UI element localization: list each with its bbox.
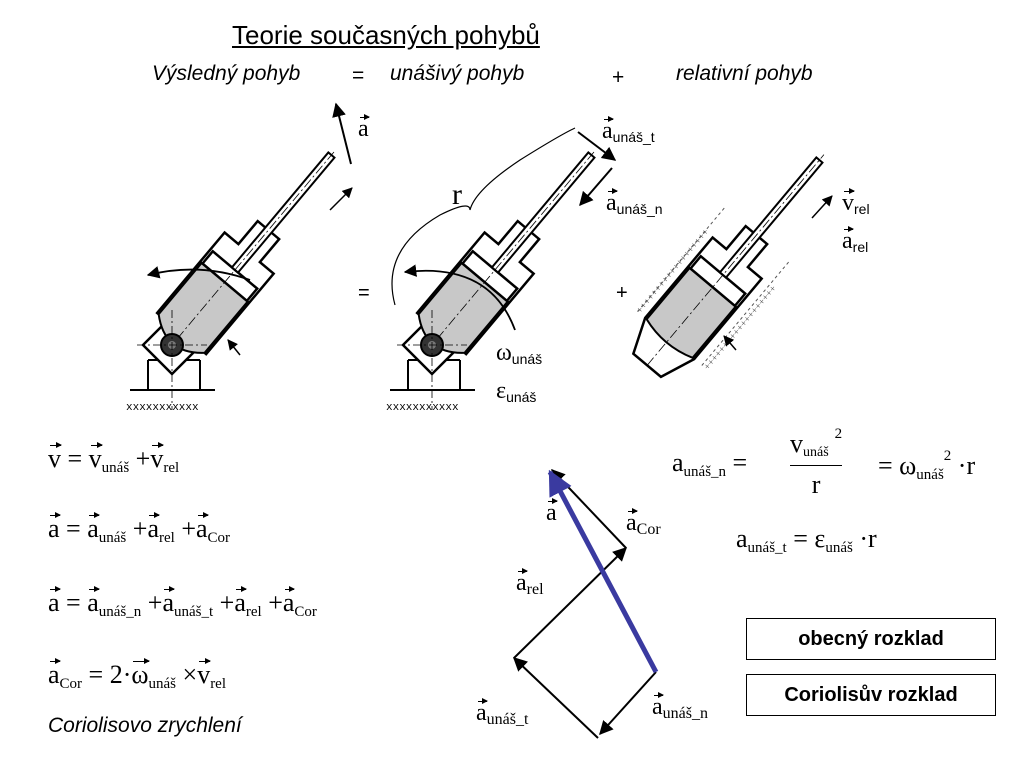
label-r: r: [452, 178, 462, 211]
label-epsilon: εunáš: [496, 378, 537, 405]
svg-text:xxxxxxxxxxx: xxxxxxxxxxx: [126, 402, 199, 414]
acceleration-equation-1: a = aunáš +arel +aCor: [48, 512, 231, 546]
header-plus: +: [612, 66, 625, 89]
vector-diagram: [512, 468, 659, 739]
result-motion-label: Výsledný pohyb: [152, 62, 301, 85]
svg-text:xxxxxxxxxxx: xxxxxxxxxxx: [386, 402, 459, 414]
vd-label-a-cor: aCor: [626, 508, 661, 538]
velocity-equation: v = vunáš +vrel: [48, 442, 180, 476]
header-equals: =: [352, 64, 365, 87]
label-a-rel: arel: [842, 226, 869, 255]
page-title: Teorie současných pohybů: [232, 20, 540, 50]
figure-transport: xxxxxxxxxxx: [386, 127, 622, 414]
transport-motion-label: unášivý pohyb: [390, 62, 525, 85]
label-v-rel: vrel: [842, 188, 870, 217]
normal-accel-fraction: vunáš2 r: [790, 426, 843, 499]
normal-accel-rhs: = ωunáš2 ·r: [878, 448, 976, 483]
coriolis-note: Coriolisovo zrychlení: [48, 714, 242, 737]
general-decomposition-button[interactable]: obecný rozklad: [746, 618, 996, 660]
label-omega: ωunáš: [496, 340, 543, 367]
figure-plus: +: [616, 282, 628, 304]
label-a: a: [358, 114, 370, 142]
vec-a-cor: [551, 468, 627, 549]
coriolis-decomposition-button[interactable]: Coriolisův rozklad: [746, 674, 996, 716]
vec-a-resultant: [547, 469, 659, 674]
vd-label-a-rel: arel: [516, 568, 544, 598]
vd-label-a-unas-t: aunáš_t: [476, 698, 529, 728]
figure-result: xxxxxxxxxxx: [126, 102, 362, 414]
figure-equals: =: [358, 282, 370, 304]
label-a-unas-t: aunáš_t: [602, 116, 655, 145]
acceleration-equation-2: a = aunáš_n +aunáš_t +arel +aCor: [48, 586, 317, 620]
vec-a-unas-n: [599, 671, 657, 736]
figure-relative: +++++++++++++++++++ +++++++++++++++++++: [631, 154, 833, 379]
vd-label-a: a: [546, 498, 558, 526]
vec-a-unas-t: [512, 657, 599, 739]
vec-a-rel: [513, 547, 627, 659]
vd-label-a-unas-n: aunáš_n: [652, 692, 708, 722]
relative-motion-label: relativní pohyb: [676, 62, 813, 85]
coriolis-equation: aCor = 2·ωunáš ×vrel: [48, 658, 227, 692]
tangential-accel-equation: aunáš_t = εunáš ·r: [736, 524, 877, 556]
label-a-unas-n: aunáš_n: [606, 188, 663, 217]
normal-accel-lhs: aunáš_n =: [672, 448, 748, 480]
